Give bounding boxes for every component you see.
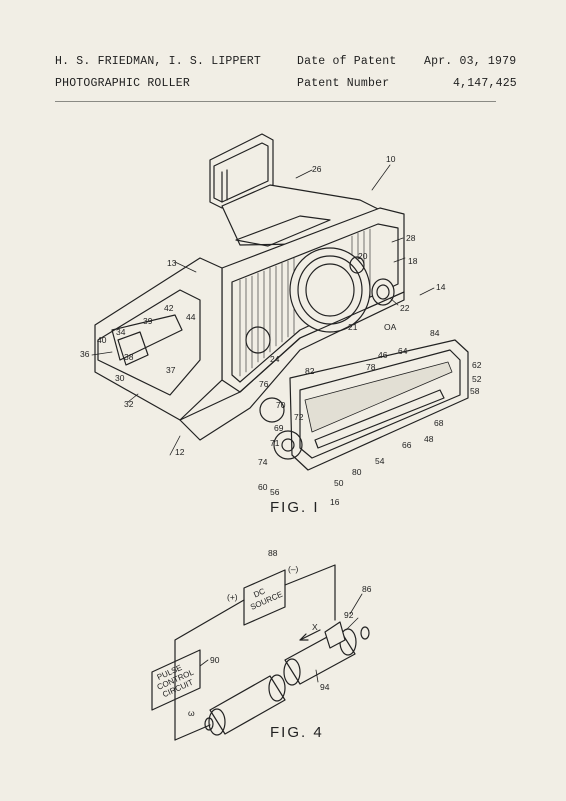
- camera-illustration: [91, 133, 469, 471]
- ref-42: 42: [164, 303, 174, 313]
- ref-16: 16: [330, 497, 340, 507]
- ref-32: 32: [124, 399, 134, 409]
- ref-60: 60: [258, 482, 268, 492]
- ref-80: 80: [352, 467, 362, 477]
- patent-title: PHOTOGRAPHIC ROLLER: [55, 77, 190, 90]
- plus-terminal: (+): [227, 592, 238, 602]
- ref-90: 90: [210, 655, 220, 665]
- ref-38: 38: [124, 352, 134, 362]
- ref-40: 40: [97, 335, 107, 345]
- ref-72: 72: [294, 412, 304, 422]
- ref-86: 86: [362, 584, 372, 594]
- ref-18: 18: [408, 256, 418, 266]
- circuit-illustration: [151, 564, 370, 741]
- ref-48: 48: [424, 434, 434, 444]
- ref-OA: OA: [384, 322, 397, 332]
- ref-13: 13: [167, 258, 177, 268]
- ref-84: 84: [430, 328, 440, 338]
- ref-64: 64: [398, 346, 408, 356]
- ref-58: 58: [470, 386, 480, 396]
- fig4-caption: FIG. 4: [270, 724, 324, 741]
- ref-92: 92: [344, 610, 354, 620]
- number-label: Patent Number: [297, 77, 390, 90]
- fig1-caption: FIG. I: [270, 499, 320, 516]
- ref-20: 20: [358, 251, 368, 261]
- ref-37: 37: [166, 365, 176, 375]
- ref-56: 56: [270, 487, 280, 497]
- header-rule: [55, 101, 496, 102]
- ref-39: 39: [143, 316, 153, 326]
- ref-26: 26: [312, 164, 322, 174]
- ref-21: 21: [348, 322, 358, 332]
- x-direction: X: [312, 622, 318, 632]
- ref-30: 30: [115, 373, 125, 383]
- ref-24: 24: [270, 354, 280, 364]
- fig4-labels: 88 86 92 90 94 (+) (–) X ω DC SOURCE PUL…: [156, 548, 372, 718]
- ref-50: 50: [334, 478, 344, 488]
- ref-76: 76: [259, 379, 269, 389]
- date-value: Apr. 03, 1979: [424, 55, 517, 68]
- minus-terminal: (–): [288, 564, 299, 574]
- ref-52: 52: [472, 374, 482, 384]
- ref-62: 62: [472, 360, 482, 370]
- ref-69: 69: [274, 423, 284, 433]
- ref-44: 44: [186, 312, 196, 322]
- patent-header: H. S. FRIEDMAN, I. S. LIPPERT PHOTOGRAPH…: [0, 0, 566, 104]
- ref-12: 12: [175, 447, 185, 457]
- ref-74: 74: [258, 457, 268, 467]
- ref-66: 66: [402, 440, 412, 450]
- ref-70: 70: [276, 400, 286, 410]
- date-label: Date of Patent: [297, 55, 397, 68]
- ref-36: 36: [80, 349, 90, 359]
- ref-34: 34: [116, 327, 126, 337]
- ref-82: 82: [305, 366, 315, 376]
- omega-symbol: ω: [188, 708, 195, 718]
- ref-54: 54: [375, 456, 385, 466]
- inventors: H. S. FRIEDMAN, I. S. LIPPERT: [55, 55, 261, 68]
- ref-88: 88: [268, 548, 278, 558]
- ref-78: 78: [366, 362, 376, 372]
- ref-14: 14: [436, 282, 446, 292]
- ref-68: 68: [434, 418, 444, 428]
- dc-line-1: DC: [252, 586, 266, 599]
- fig1-labels: 10 26 28 18 22 14 13 20 21 OA 84 46 64 6…: [80, 154, 482, 507]
- ref-22: 22: [400, 303, 410, 313]
- ref-46: 46: [378, 350, 388, 360]
- number-value: 4,147,425: [453, 77, 517, 90]
- ref-10: 10: [386, 154, 396, 164]
- ref-94: 94: [320, 682, 330, 692]
- ref-28: 28: [406, 233, 416, 243]
- ref-71: 71: [270, 438, 280, 448]
